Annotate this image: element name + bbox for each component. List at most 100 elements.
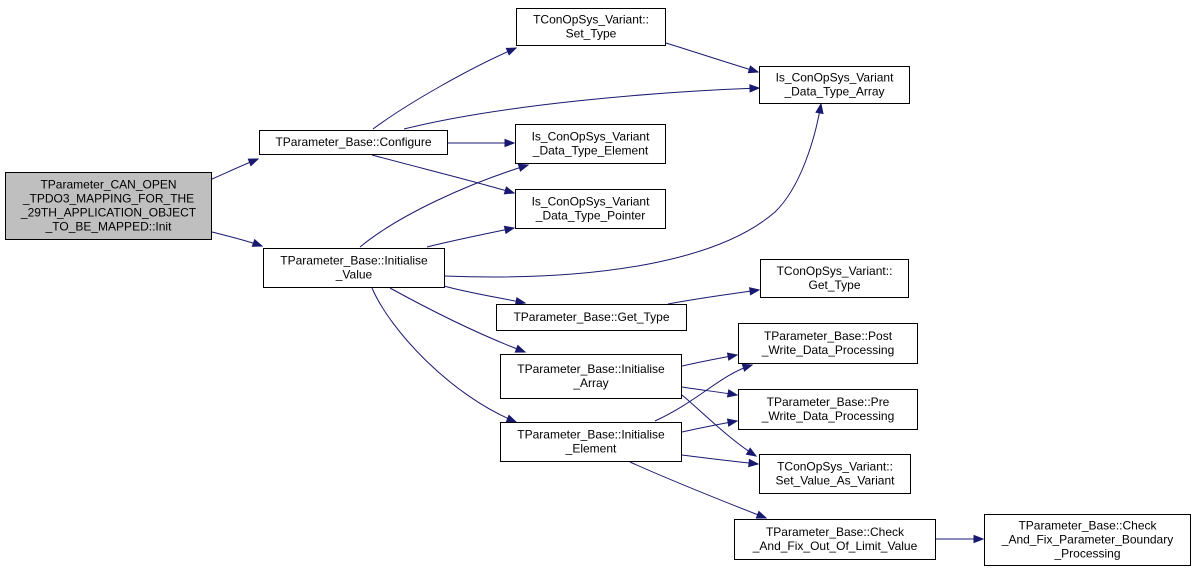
edge-line <box>667 289 760 305</box>
node-box <box>759 66 910 104</box>
node-label-line: Get_Type <box>808 278 860 292</box>
node-pre-write[interactable]: TParameter_Base::Pre_Write_Data_Processi… <box>738 389 918 430</box>
edge-arrowhead <box>505 414 518 423</box>
edge-arrowhead <box>251 238 264 247</box>
node-box <box>500 354 682 399</box>
edge-arrowhead <box>726 352 739 361</box>
edge-get-type-base-to-get-type-variant <box>667 287 761 305</box>
edge-line <box>403 87 760 130</box>
node-set-type[interactable]: TConOpSys_Variant::Set_Type <box>516 8 666 46</box>
node-box <box>759 454 911 494</box>
edge-init-to-initialise-value <box>211 231 264 247</box>
edge-arrowhead <box>514 344 527 353</box>
node-box <box>516 8 666 46</box>
edge-configure-to-set-type <box>372 47 518 130</box>
edge-arrowhead <box>504 138 516 148</box>
edge-line <box>443 103 822 278</box>
edge-line <box>681 454 759 465</box>
node-label-line: TParameter_CAN_OPEN <box>40 178 176 192</box>
node-get-type-variant[interactable]: TConOpSys_Variant::Get_Type <box>760 259 909 298</box>
edge-arrowhead <box>741 363 754 372</box>
node-box <box>496 304 687 331</box>
node-set-value-variant[interactable]: TConOpSys_Variant::Set_Value_As_Variant <box>759 454 911 494</box>
edge-line <box>665 42 759 73</box>
node-box <box>738 389 918 430</box>
edge-arrowhead <box>748 458 760 468</box>
edge-line <box>654 364 753 422</box>
node-is-pointer[interactable]: Is_ConOpSys_Variant_Data_Type_Pointer <box>515 189 666 229</box>
edge-init-to-configure <box>211 158 260 180</box>
edge-line <box>371 287 517 423</box>
node-box <box>259 130 448 155</box>
node-initialise-array[interactable]: TParameter_Base::Initialise_Array <box>500 354 682 399</box>
edge-arrowhead <box>815 102 824 115</box>
node-label-line: TParameter_Base::Check <box>766 525 905 539</box>
edge-arrowhead <box>517 163 530 172</box>
node-box <box>515 189 666 229</box>
node-box <box>500 422 682 462</box>
node-box <box>734 519 936 560</box>
edge-check-fix-limit-to-check-fix-boundary <box>936 534 985 544</box>
edge-arrowhead <box>745 447 758 457</box>
edge-arrowhead <box>755 510 768 519</box>
node-label-line: Set_Type <box>566 27 617 41</box>
node-box <box>760 259 909 298</box>
edge-arrowhead <box>749 84 761 93</box>
node-label-line: _TO_BE_MAPPED::Init <box>45 220 172 234</box>
edge-arrowhead <box>973 534 985 544</box>
node-box <box>984 514 1191 566</box>
edge-line <box>629 461 767 519</box>
node-label-line: TParameter_Base::Initialise <box>517 362 665 376</box>
edge-configure-to-is-array <box>403 84 761 130</box>
node-init[interactable]: TParameter_CAN_OPEN_TPDO3_MAPPING_FOR_TH… <box>5 172 212 240</box>
node-label-line: _Data_Type_Array <box>783 85 884 99</box>
node-check-fix-limit[interactable]: TParameter_Base::Check_And_Fix_Out_Of_Li… <box>734 519 936 560</box>
node-initialise-value[interactable]: TParameter_Base::Initialise_Value <box>263 248 445 288</box>
node-label-line: Is_ConOpSys_Variant <box>532 195 651 209</box>
node-initialise-element[interactable]: TParameter_Base::Initialise_Element <box>500 422 682 462</box>
node-label-line: _29TH_APPLICATION_OBJECT <box>20 206 197 220</box>
node-is-element[interactable]: Is_ConOpSys_Variant_Data_Type_Element <box>515 124 666 164</box>
edge-initialise-value-to-initialise-element <box>371 287 518 423</box>
node-post-write[interactable]: TParameter_Base::Post_Write_Data_Process… <box>738 323 918 364</box>
node-check-fix-boundary[interactable]: TParameter_Base::Check_And_Fix_Parameter… <box>984 514 1191 566</box>
node-is-array[interactable]: Is_ConOpSys_Variant_Data_Type_Array <box>759 66 910 104</box>
node-label-line: _TPDO3_MAPPING_FOR_THE <box>22 192 194 206</box>
node-box <box>263 248 445 288</box>
nodes-layer: TParameter_CAN_OPEN_TPDO3_MAPPING_FOR_TH… <box>5 8 1191 566</box>
node-label-line: _Write_Data_Processing <box>761 409 895 423</box>
node-label-line: _And_Fix_Parameter_Boundary <box>1001 533 1173 547</box>
edge-initialise-value-to-get-type-base <box>443 285 527 306</box>
node-label-line: TConOpSys_Variant:: <box>777 264 893 278</box>
edge-initialise-array-to-post-write <box>681 352 739 367</box>
node-label-line: _Value <box>335 268 373 282</box>
edge-initialise-element-to-pre-write <box>681 418 739 433</box>
node-box <box>5 172 212 240</box>
edge-line <box>359 164 529 248</box>
edge-initialise-element-to-set-value-variant <box>681 454 760 468</box>
edge-initialise-value-to-is-pointer <box>426 225 516 248</box>
node-label-line: Is_ConOpSys_Variant <box>532 130 651 144</box>
node-label-line: _Element <box>565 442 617 456</box>
edge-arrowhead <box>247 158 260 167</box>
node-label-line: TParameter_Base::Check <box>1018 519 1157 533</box>
node-label-line: _Data_Type_Element <box>532 144 649 158</box>
edge-arrowhead <box>726 389 739 398</box>
node-label-line: TParameter_Base::Get_Type <box>513 310 669 324</box>
edge-initialise-value-to-is-array <box>443 102 824 278</box>
edge-line <box>372 47 517 130</box>
node-label-line: TParameter_Base::Initialise <box>280 254 428 268</box>
node-label-line: _Processing <box>1053 547 1120 561</box>
edge-arrowhead <box>505 47 518 56</box>
edge-initialise-element-to-check-fix-limit <box>629 461 768 519</box>
edge-line <box>389 287 526 353</box>
edge-configure-to-is-pointer <box>371 154 516 195</box>
node-get-type-base[interactable]: TParameter_Base::Get_Type <box>496 304 687 331</box>
edge-arrowhead <box>503 225 516 235</box>
edges-layer <box>211 42 985 544</box>
edge-initialise-value-to-is-element <box>359 163 530 248</box>
edge-initialise-array-to-pre-write <box>681 386 739 398</box>
node-configure[interactable]: TParameter_Base::Configure <box>259 130 448 155</box>
edge-arrowhead <box>726 418 739 427</box>
